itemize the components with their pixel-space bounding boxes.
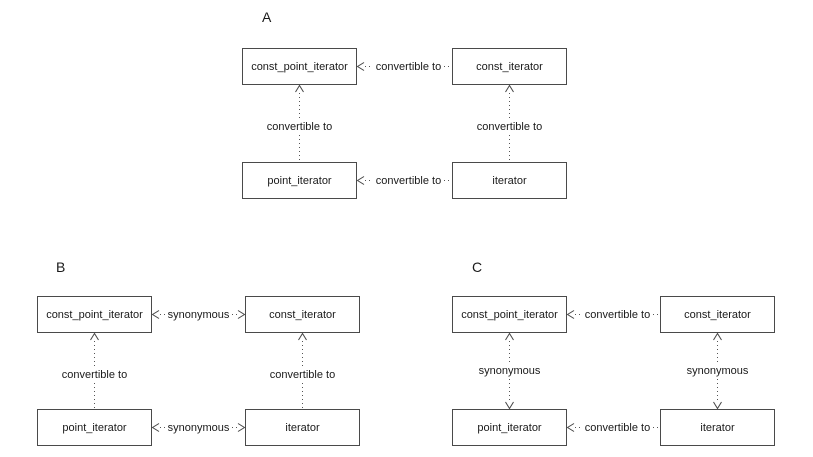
edge-label: convertible to bbox=[584, 421, 651, 434]
edge-label: convertible to bbox=[61, 368, 128, 381]
edge-a-right: convertible to bbox=[470, 85, 550, 162]
edge-a-top: convertible to bbox=[357, 58, 452, 75]
arrowhead-up-icon bbox=[90, 333, 99, 341]
node-const-iterator: const_iterator bbox=[245, 296, 360, 333]
dotted-line bbox=[509, 93, 510, 120]
edge-b-bottom: synonymous bbox=[152, 419, 246, 436]
diagram-b-label: B bbox=[56, 259, 66, 275]
arrowhead-up-icon bbox=[505, 333, 514, 341]
edge-b-right: convertible to bbox=[263, 333, 343, 409]
diagram-c-label: C bbox=[472, 259, 483, 275]
dotted-line bbox=[232, 314, 238, 315]
arrowhead-up-icon bbox=[295, 85, 304, 93]
edge-label: convertible to bbox=[476, 121, 543, 133]
dotted-line bbox=[653, 314, 660, 315]
dotted-line bbox=[299, 135, 300, 162]
diagram-a-label: A bbox=[262, 9, 272, 25]
dotted-line bbox=[509, 341, 510, 364]
edge-a-bottom: convertible to bbox=[357, 172, 452, 189]
dotted-line bbox=[299, 93, 300, 120]
dotted-line bbox=[444, 66, 452, 67]
node-iterator: iterator bbox=[245, 409, 360, 446]
arrowhead-left-icon bbox=[567, 423, 575, 432]
dotted-line bbox=[160, 314, 165, 315]
arrowhead-down-icon bbox=[713, 401, 722, 409]
dotted-line bbox=[575, 314, 582, 315]
dotted-line bbox=[509, 378, 510, 401]
edge-label: convertible to bbox=[375, 174, 442, 187]
dotted-line bbox=[302, 341, 303, 368]
arrowhead-up-icon bbox=[505, 85, 514, 93]
arrowhead-left-icon bbox=[357, 176, 365, 185]
arrowhead-left-icon bbox=[357, 62, 365, 71]
dotted-line bbox=[94, 382, 95, 409]
dotted-line bbox=[717, 341, 718, 364]
edge-b-left: convertible to bbox=[55, 333, 135, 409]
node-const-point-iterator: const_point_iterator bbox=[37, 296, 152, 333]
dotted-line bbox=[160, 427, 165, 428]
arrowhead-right-icon bbox=[237, 423, 246, 432]
dotted-line bbox=[94, 341, 95, 368]
node-point-iterator: point_iterator bbox=[242, 162, 357, 199]
dotted-line bbox=[365, 66, 373, 67]
node-const-iterator: const_iterator bbox=[660, 296, 775, 333]
edge-label: synonymous bbox=[478, 364, 541, 377]
arrowhead-down-icon bbox=[505, 401, 514, 409]
edge-label: synonymous bbox=[167, 421, 230, 434]
arrowhead-up-icon bbox=[713, 333, 722, 341]
node-iterator: iterator bbox=[452, 162, 567, 199]
edge-label: convertible to bbox=[584, 308, 651, 321]
edge-label: convertible to bbox=[266, 121, 333, 133]
node-const-point-iterator: const_point_iterator bbox=[242, 48, 357, 85]
arrowhead-left-icon bbox=[152, 423, 160, 432]
edge-a-left: convertible to bbox=[260, 85, 340, 162]
edge-c-top: convertible to bbox=[567, 306, 660, 323]
node-iterator: iterator bbox=[660, 409, 775, 446]
dotted-line bbox=[444, 180, 452, 181]
node-const-iterator: const_iterator bbox=[452, 48, 567, 85]
edge-c-right: synonymous bbox=[678, 333, 758, 409]
dotted-line bbox=[509, 135, 510, 162]
arrowhead-left-icon bbox=[152, 310, 160, 319]
edge-label: convertible to bbox=[375, 60, 442, 73]
arrowhead-left-icon bbox=[567, 310, 575, 319]
edge-label: synonymous bbox=[686, 364, 749, 377]
node-point-iterator: point_iterator bbox=[37, 409, 152, 446]
dotted-line bbox=[717, 378, 718, 401]
dotted-line bbox=[653, 427, 660, 428]
dotted-line bbox=[302, 382, 303, 409]
edge-c-left: synonymous bbox=[470, 333, 550, 409]
edge-label: synonymous bbox=[167, 308, 230, 321]
node-point-iterator: point_iterator bbox=[452, 409, 567, 446]
dotted-line bbox=[365, 180, 373, 181]
arrowhead-up-icon bbox=[298, 333, 307, 341]
edge-b-top: synonymous bbox=[152, 306, 246, 323]
dotted-line bbox=[232, 427, 238, 428]
edge-c-bottom: convertible to bbox=[567, 419, 660, 436]
dotted-line bbox=[575, 427, 582, 428]
node-const-point-iterator: const_point_iterator bbox=[452, 296, 567, 333]
arrowhead-right-icon bbox=[237, 310, 246, 319]
edge-label: convertible to bbox=[269, 368, 336, 381]
